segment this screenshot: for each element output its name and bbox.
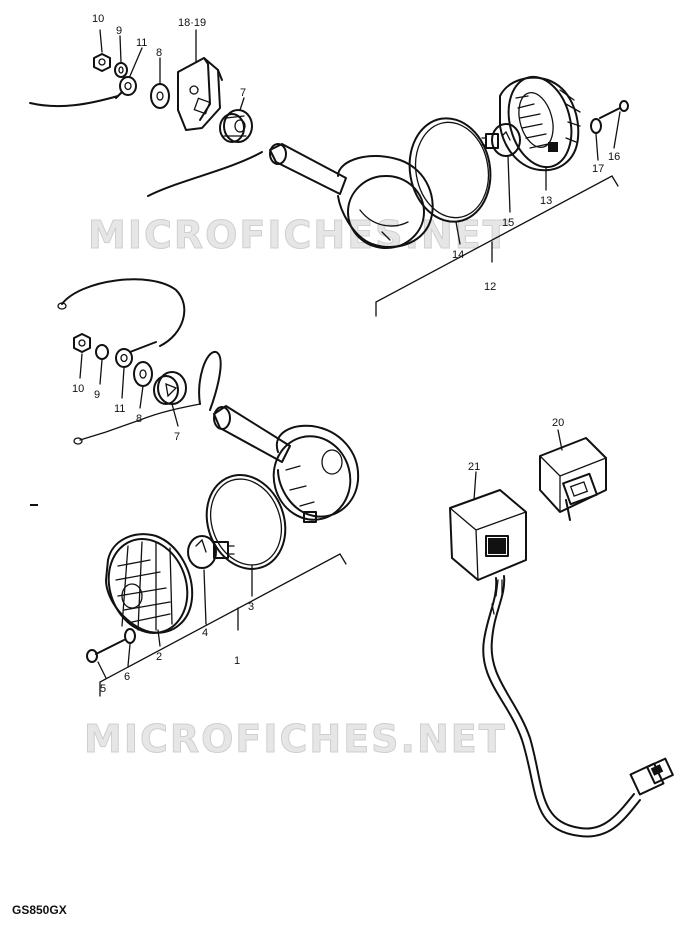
wire-loop-mid [198,351,222,411]
watermark-top: MICROFICHES.NET [88,213,511,257]
lead-wire-top [29,95,119,108]
callout-7-mid: 7 [174,431,180,443]
callout-10-mid: 10 [72,383,84,395]
callout-8-top: 8 [156,47,162,59]
group-bracket-12 [375,175,619,317]
watermark-bottom: MICROFICHES.NET [84,717,507,761]
stem-wire-mid [79,403,201,441]
wiring-harness [482,575,674,838]
washer-17 [590,118,602,134]
nut-10-top [93,53,111,72]
relay-21 [449,489,527,581]
terminal-11-mid [115,341,157,368]
callout-16: 16 [608,151,620,163]
nut-10-mid [73,333,91,353]
top-turn-signal-assembly [29,53,629,317]
callout-leaders [79,29,621,679]
screw-5 [86,639,125,663]
callout-3: 3 [248,601,254,613]
stem-wire-top [147,151,263,197]
screw-16 [599,100,629,119]
bulb-4 [187,535,235,569]
lens-13 [499,75,581,172]
callout-18-19: 18·19 [178,17,206,29]
grommet-7-mid [153,371,187,405]
group-bracket-1 [99,553,347,697]
callout-21: 21 [468,461,480,473]
grommet-7-top [219,109,253,143]
washer-8-top [150,83,170,109]
callout-15: 15 [502,217,514,229]
callout-11-mid: 11 [114,403,125,415]
relay-20 [539,437,607,521]
bracket-18-19 [177,57,223,131]
signal-housing-mid [213,405,360,523]
lead-wire-mid [61,278,186,347]
signal-housing-top [269,143,434,249]
callout-9-top: 9 [116,25,122,37]
callout-4: 4 [202,627,208,639]
callout-1: 1 [234,655,240,667]
callout-20: 20 [552,417,564,429]
model-code: GS850GX [12,903,67,917]
callout-2: 2 [156,651,162,663]
callout-17: 17 [592,163,604,175]
callout-7-top: 7 [240,87,246,99]
washer-9-mid [95,344,109,360]
callout-5: 5 [100,683,106,695]
gasket-14 [408,117,492,223]
callout-14: 14 [452,249,464,261]
callout-9-mid: 9 [94,389,100,401]
callout-13: 13 [540,195,552,207]
bulb-15 [481,123,521,157]
callout-8-mid: 8 [136,413,142,425]
lens-2 [105,533,194,634]
callout-11-top: 11 [136,37,147,49]
callout-12: 12 [484,281,496,293]
washer-9-top [114,62,128,78]
terminal-11-top [115,76,137,99]
washer-8-mid [133,361,153,387]
bottom-turn-signal-assembly [57,278,360,697]
callout-labels: 10 9 11 8 18·19 7 14 15 13 17 16 12 10 9… [72,13,620,695]
callout-10-top: 10 [92,13,104,25]
gasket-3 [205,474,287,570]
washer-6 [124,628,136,644]
margin-dash [30,504,38,506]
callout-6: 6 [124,671,130,683]
